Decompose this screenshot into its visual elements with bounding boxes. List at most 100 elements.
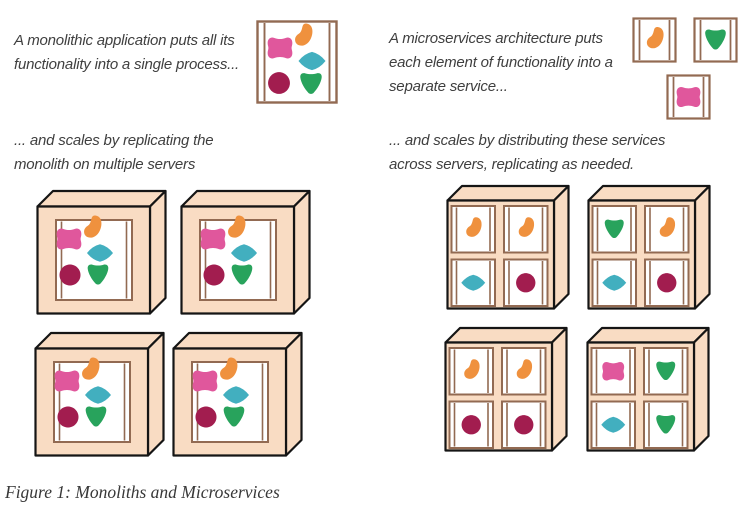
microservices-server xyxy=(586,326,710,452)
orange-blob-icon xyxy=(82,357,100,380)
teal-diamond-icon xyxy=(461,274,486,291)
monolith-server xyxy=(172,331,303,457)
microservices-intro-text: A microservices architecture puts each e… xyxy=(389,30,613,95)
figure-caption: Figure 1: Monoliths and Microservices xyxy=(5,482,280,502)
service-cell xyxy=(448,347,494,396)
green-triangle-icon xyxy=(231,264,253,285)
maroon-circle-icon xyxy=(59,264,81,286)
monolith-server xyxy=(34,331,165,457)
box-top-face xyxy=(36,189,167,208)
maroon-circle-icon xyxy=(461,415,481,435)
orange-blob-icon xyxy=(295,23,313,46)
box-top-face xyxy=(586,326,710,344)
server-3d-svg xyxy=(36,189,167,315)
orange-blob-icon xyxy=(646,26,664,49)
box-right-face xyxy=(146,331,165,457)
orange-blob-icon xyxy=(466,217,482,237)
microservices-server xyxy=(444,326,568,452)
teal-diamond-icon xyxy=(298,51,326,71)
orange-blob-icon xyxy=(84,215,102,238)
box-right-face xyxy=(550,326,568,452)
server-3d-svg xyxy=(444,326,568,452)
teal-diamond-icon xyxy=(85,386,111,404)
maroon-circle-icon xyxy=(657,273,677,293)
panel-frame xyxy=(450,258,496,307)
box-right-face xyxy=(148,189,167,315)
maroon-circle-icon xyxy=(514,415,534,435)
pink-blob-icon xyxy=(602,362,625,381)
maroon-circle-icon xyxy=(195,406,217,428)
box-top-face xyxy=(444,326,568,344)
microservices-scale-text: ... and scales by distributing these ser… xyxy=(389,132,666,173)
service-box-svg xyxy=(632,17,677,63)
service-cell xyxy=(448,400,494,449)
service-cell xyxy=(644,205,690,254)
service-cell xyxy=(450,258,496,307)
server-3d-svg xyxy=(172,331,303,457)
box-top-face xyxy=(446,184,570,202)
box-top-face xyxy=(172,331,303,350)
orange-blob-icon xyxy=(659,217,676,237)
pink-blob-icon xyxy=(200,228,226,250)
box-top-face xyxy=(587,184,711,202)
service-box-svg xyxy=(666,74,711,120)
service-cell xyxy=(590,347,636,396)
box-right-face xyxy=(693,184,711,310)
box-top-face xyxy=(34,331,165,350)
pink-blob-icon xyxy=(267,37,293,59)
monolith-intro-text: A monolithic application puts all its fu… xyxy=(14,32,240,73)
service-box xyxy=(666,74,711,120)
service-cell xyxy=(450,205,496,254)
service-cell xyxy=(643,347,689,396)
monolith-process-box xyxy=(256,20,338,104)
teal-diamond-icon xyxy=(601,416,626,433)
orange-blob-icon xyxy=(516,359,533,379)
teal-diamond-icon xyxy=(231,244,257,262)
server-3d-svg xyxy=(446,184,570,310)
green-triangle-icon xyxy=(300,73,322,94)
service-cell xyxy=(590,400,636,449)
teal-diamond-icon xyxy=(87,244,113,262)
maroon-circle-icon xyxy=(516,273,536,293)
server-3d-svg xyxy=(34,331,165,457)
green-triangle-icon xyxy=(87,264,109,285)
box-right-face xyxy=(552,184,570,310)
pink-blob-icon xyxy=(56,228,82,250)
server-3d-svg xyxy=(586,326,710,452)
orange-blob-icon xyxy=(464,359,480,379)
monolith-server xyxy=(180,189,311,315)
box-right-face xyxy=(292,189,311,315)
maroon-circle-icon xyxy=(57,406,79,428)
box-right-face xyxy=(692,326,710,452)
teal-diamond-icon xyxy=(602,274,627,291)
teal-diamond-icon xyxy=(223,386,249,404)
box-top-face xyxy=(180,189,311,208)
green-triangle-icon xyxy=(656,361,676,381)
service-box-svg xyxy=(693,17,738,63)
server-3d-svg xyxy=(587,184,711,310)
green-triangle-icon xyxy=(85,406,107,427)
maroon-circle-icon xyxy=(203,264,225,286)
monolith-scale-text: ... and scales by replicating the monoli… xyxy=(14,132,214,173)
green-triangle-icon xyxy=(705,29,726,50)
orange-blob-icon xyxy=(228,215,246,238)
process-box-svg xyxy=(256,20,338,104)
pink-blob-icon xyxy=(192,370,218,392)
orange-blob-icon xyxy=(518,217,535,237)
service-cell xyxy=(591,258,637,307)
service-cell xyxy=(503,258,549,307)
microservices-server xyxy=(587,184,711,310)
panel-frame xyxy=(503,205,549,254)
pink-blob-icon xyxy=(54,370,80,392)
service-box xyxy=(632,17,677,63)
panel-frame xyxy=(644,258,690,307)
orange-blob-icon xyxy=(220,357,238,380)
box-right-face xyxy=(284,331,303,457)
service-cell xyxy=(501,347,547,396)
pink-blob-icon xyxy=(676,86,701,108)
green-triangle-icon xyxy=(604,219,624,239)
service-cell xyxy=(644,258,690,307)
maroon-circle-icon xyxy=(268,72,290,94)
service-cell xyxy=(501,400,547,449)
